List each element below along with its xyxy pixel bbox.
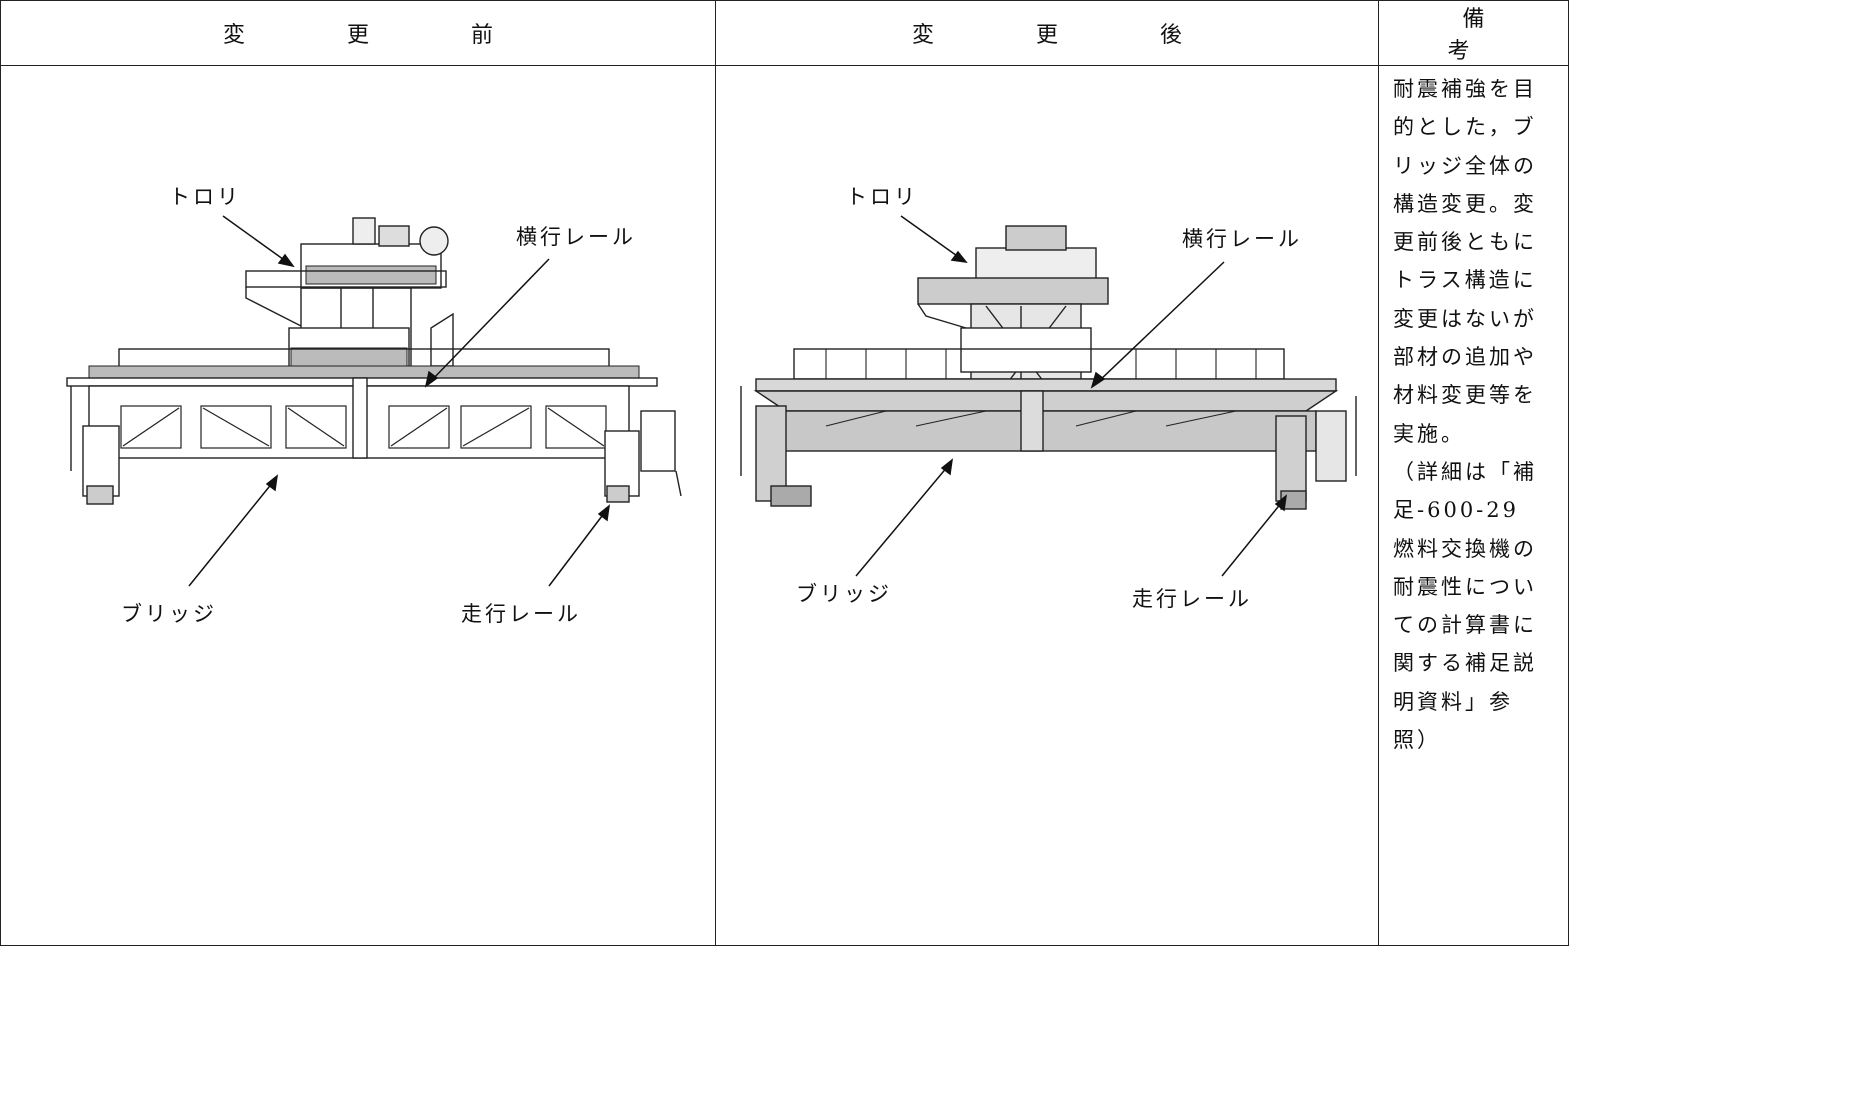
header-row: 変 更 前 変 更 後 備 考: [0, 0, 1589, 66]
before-cell: トロリ 横行レール ブリッジ 走行レール: [0, 65, 716, 946]
after-diagram: トロリ 横行レール ブリッジ 走行レール: [740, 185, 1357, 611]
remarks-text: 耐震補強を目 的とした，ブ リッジ全体の 構造変更。変 更前後ともに トラス構造…: [1393, 77, 1537, 753]
before-label-traverse-rail: 横行レール: [516, 225, 636, 249]
after-label-bridge: ブリッジ: [796, 582, 892, 606]
before-diagram: トロリ 横行レール ブリッジ 走行レール: [66, 185, 682, 626]
after-label-travel-rail: 走行レール: [1132, 587, 1252, 611]
header-before: 変 更 前: [0, 0, 716, 66]
content-row: トロリ 横行レール ブリッジ 走行レール: [0, 65, 1569, 946]
before-label-travel-rail: 走行レール: [461, 602, 581, 626]
comparison-table: 変 更 前 変 更 後 備 考: [0, 0, 1589, 946]
after-cell: トロリ 横行レール ブリッジ 走行レール: [715, 65, 1379, 946]
after-label-trolley: トロリ: [846, 185, 918, 209]
remarks-cell: 耐震補強を目 的とした，ブ リッジ全体の 構造変更。変 更前後ともに トラス構造…: [1378, 65, 1569, 946]
before-label-trolley: トロリ: [169, 185, 241, 209]
header-after: 変 更 後: [715, 0, 1379, 66]
before-label-bridge: ブリッジ: [121, 602, 217, 626]
after-label-traverse-rail: 横行レール: [1182, 227, 1302, 251]
header-remarks: 備 考: [1378, 0, 1589, 66]
